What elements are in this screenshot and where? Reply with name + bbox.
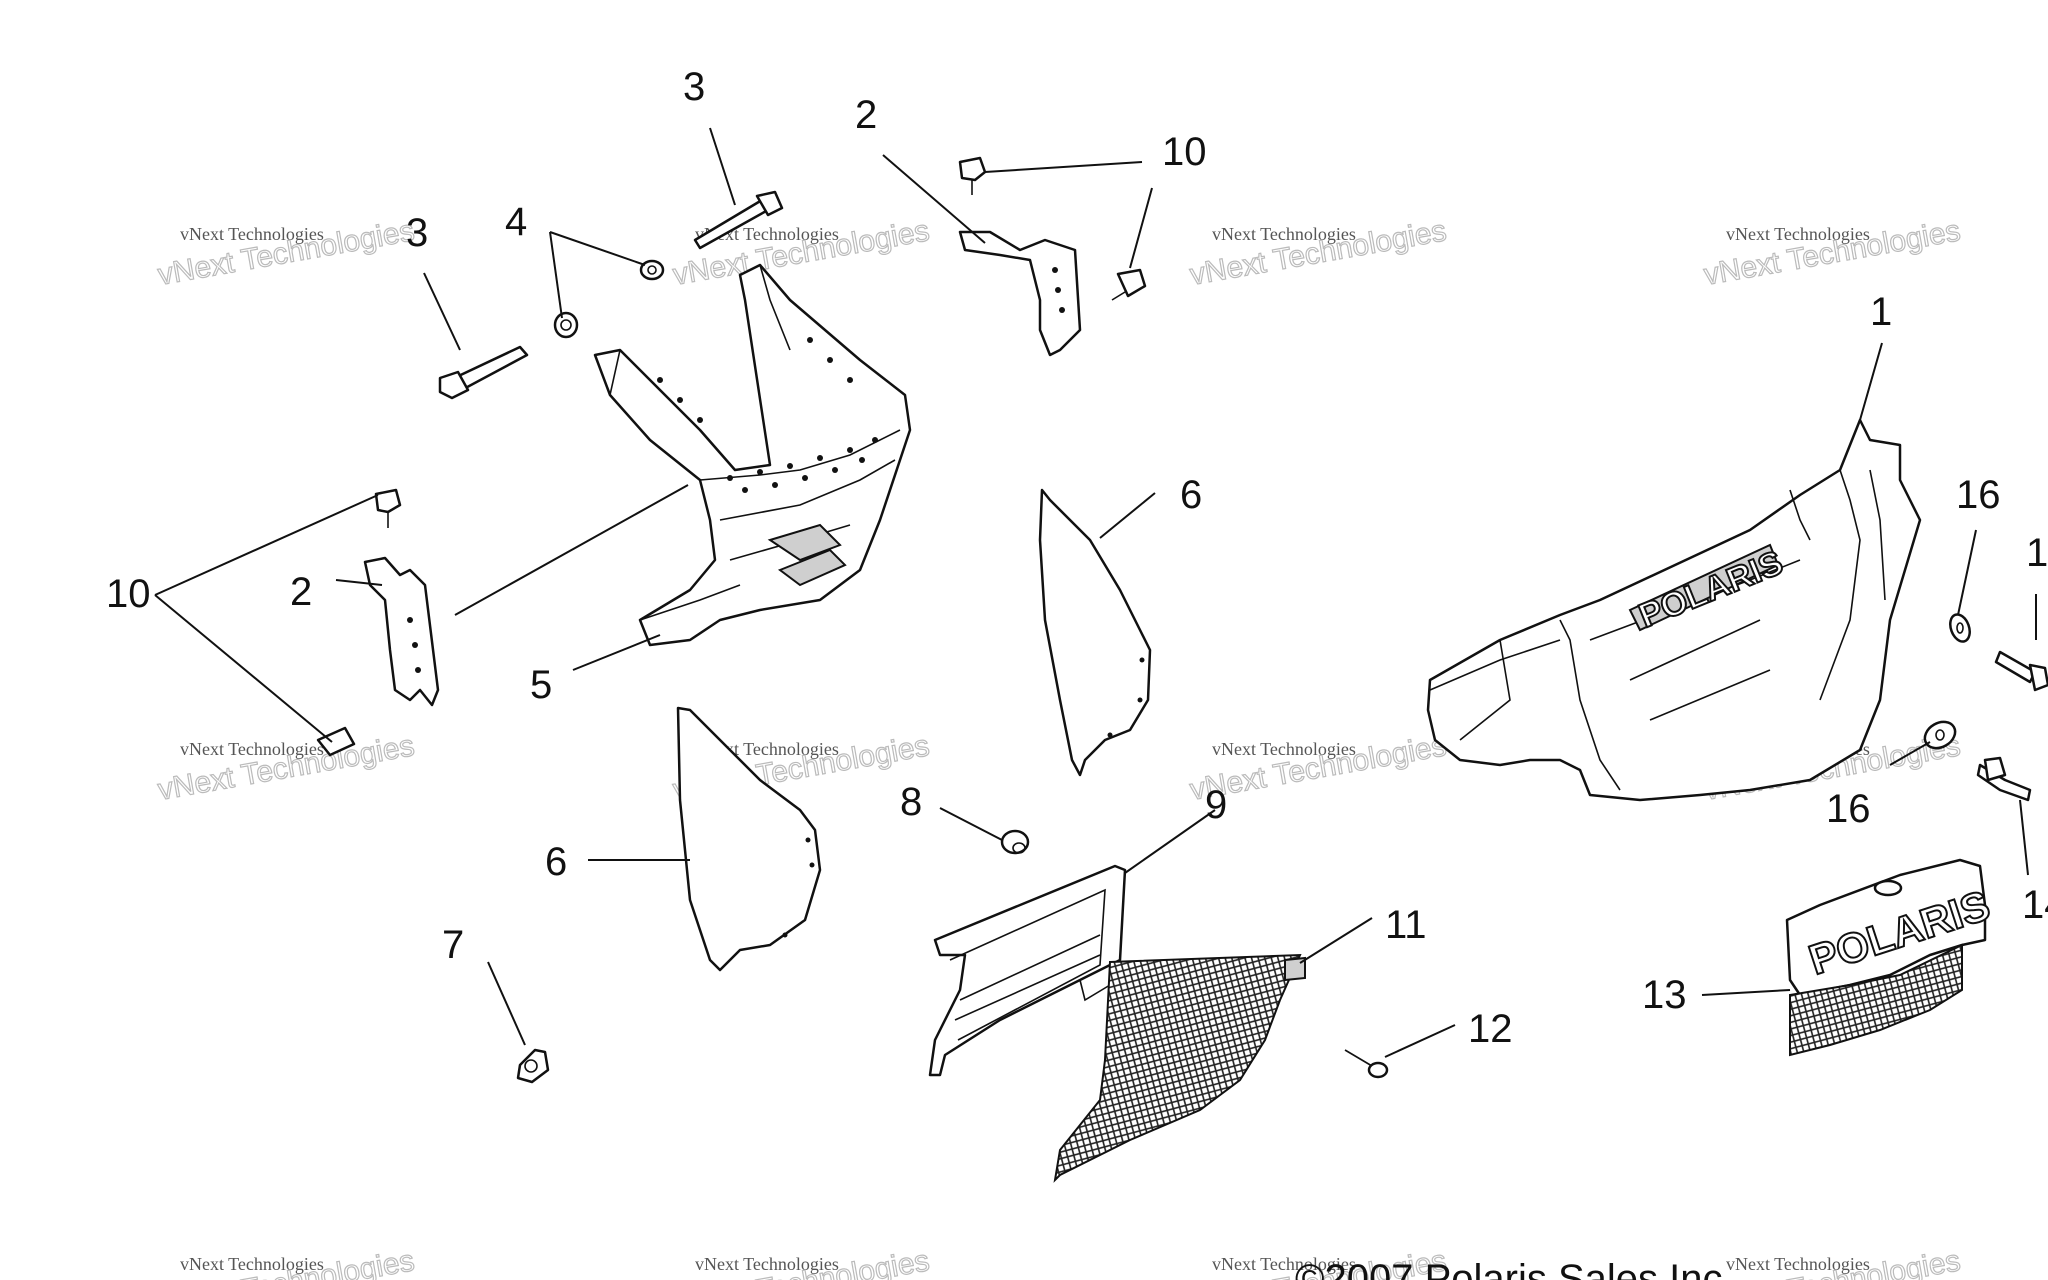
svg-text:vNext Technologies: vNext Technologies [1212,224,1356,244]
washer-part-16 [1923,613,1971,750]
front-panel-part-13: POLARIS [1785,858,1996,1057]
callout-3-top: 3 [683,65,705,109]
bumper-frame-part [593,263,912,647]
callout-6-right: 6 [1180,473,1202,517]
bracket-part-2-top [958,230,1082,357]
callout-2-top: 2 [855,93,877,137]
mesh-screen-part-11 [1053,953,1306,1183]
svg-text:vNext Technologies: vNext Technologies [1726,224,1870,244]
callout-15: 15 [2026,531,2048,575]
screw-part-7 [516,1048,550,1084]
callout-16-top: 16 [1956,473,2001,517]
grille-frame-part-9 [928,864,1127,1077]
callout-12: 12 [1468,1007,1513,1051]
bolt-part-3-left [438,345,529,400]
svg-text:vNext Technologies: vNext Technologies [180,1254,324,1274]
callout-6-left: 6 [545,840,567,884]
callout-10-top: 10 [1162,130,1207,174]
bolt-part-15 [1994,650,2048,692]
callout-4: 4 [505,200,527,244]
callout-2-left: 2 [290,570,312,614]
callout-10-left: 10 [106,572,151,616]
rivet-part-10 [316,156,1147,757]
callout-9: 9 [1205,783,1227,827]
svg-text:vNext Technologies: vNext Technologies [1212,739,1356,759]
callout-16-bottom: 16 [1826,787,1871,831]
callout-8: 8 [900,780,922,824]
callout-11: 11 [1385,903,1427,947]
svg-text:vNext Technologies: vNext Technologies [695,1254,839,1274]
callout-5: 5 [530,663,552,707]
callout-7: 7 [442,923,464,967]
nut-part-4 [553,259,665,339]
copyright-text: ©2007 Polaris Sales Inc. [1295,1257,1734,1280]
bracket-part-2-left [363,556,440,707]
svg-text:vNext Technologies: vNext Technologies [1726,1254,1870,1274]
callout-14: 14 [2022,883,2048,927]
screw-part-12 [1344,1049,1389,1079]
side-panel-part-6-left [676,706,822,972]
callout-labels: 1 2 2 3 3 4 5 6 6 7 8 9 10 10 11 12 13 1… [106,65,2048,1051]
svg-text:vNext Technologies: vNext Technologies [180,224,324,244]
front-bumper-part-1: POLARIS [1426,418,1922,802]
callout-3-left: 3 [406,211,428,255]
svg-text:vNext Technologies: vNext Technologies [1212,1254,1356,1274]
callout-1: 1 [1870,290,1892,334]
leader-lines [154,127,2037,1058]
side-panel-part-6-right [1038,488,1152,777]
grommet-part-8 [1000,829,1030,855]
callout-13: 13 [1642,973,1687,1017]
bolt-part-3-top [693,190,784,250]
bolt-part-14 [1976,756,2032,802]
svg-text:vNext Technologies: vNext Technologies [180,739,324,759]
